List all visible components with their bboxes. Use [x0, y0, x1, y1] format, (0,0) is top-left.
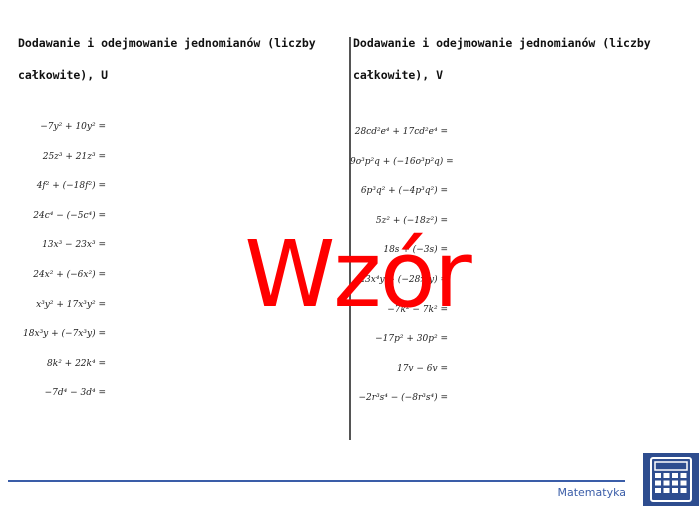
problem-item: 18s + (−3s) = [383, 245, 448, 256]
problem-list-u: −7y² + 10y² = 25z³ + 21z³ = 4f² + (−18f²… [10, 113, 106, 409]
problem-item: −17p² + 30p² = [375, 334, 448, 345]
worksheet-title-u: Dodawanie i odejmowanie jednomianów (lic… [18, 36, 316, 82]
problem-item: 17v − 6v = [396, 363, 448, 374]
problem-item: 18x³y + (−7x³y) = [23, 329, 106, 340]
problem-list-v: 28cd²e⁴ + 17cd²e⁴ = 9o³p²q + (−16o³p²q) … [350, 118, 454, 414]
problem-item: 24x² + (−6x²) = [33, 269, 106, 280]
problem-item: −7k² − 7k² = [387, 304, 448, 315]
problem-item: 23x⁴y + (−28x⁴y) = [359, 274, 448, 285]
calculator-icon [643, 453, 699, 506]
problem-item: 9o³p²q + (−16o³p²q) = [350, 156, 454, 167]
problem-item: 5z² + (−18z²) = [375, 215, 448, 226]
footer-rule [8, 480, 625, 482]
problem-item: 6p³q² + (−4p³q²) = [360, 186, 448, 197]
column-divider [349, 37, 351, 440]
footer-subject-label: Matematyka [557, 486, 626, 499]
problem-item: 8k² + 22k⁴ = [47, 358, 106, 369]
problem-item: 25z³ + 21z³ = [42, 151, 106, 162]
watermark: Wzór [244, 221, 471, 328]
problem-item: 4f² + (−18f²) = [36, 181, 106, 192]
problem-item: −2r³s⁴ − (−8r³s⁴) = [358, 393, 449, 404]
problem-item: 24c⁴ − (−5c⁴) = [33, 210, 106, 221]
worksheet-title-v: Dodawanie i odejmowanie jednomianów (lic… [353, 36, 651, 82]
problem-item: 28cd²e⁴ + 17cd²e⁴ = [354, 127, 448, 137]
problem-item: x³y² + 17x³y² = [36, 299, 106, 310]
problem-item: −7d⁴ − 3d⁴ = [44, 388, 106, 399]
problem-item: 13x³ − 23x³ = [42, 240, 106, 251]
problem-item: −7y² + 10y² = [40, 122, 106, 132]
calculator-icon-graphic [650, 457, 692, 502]
